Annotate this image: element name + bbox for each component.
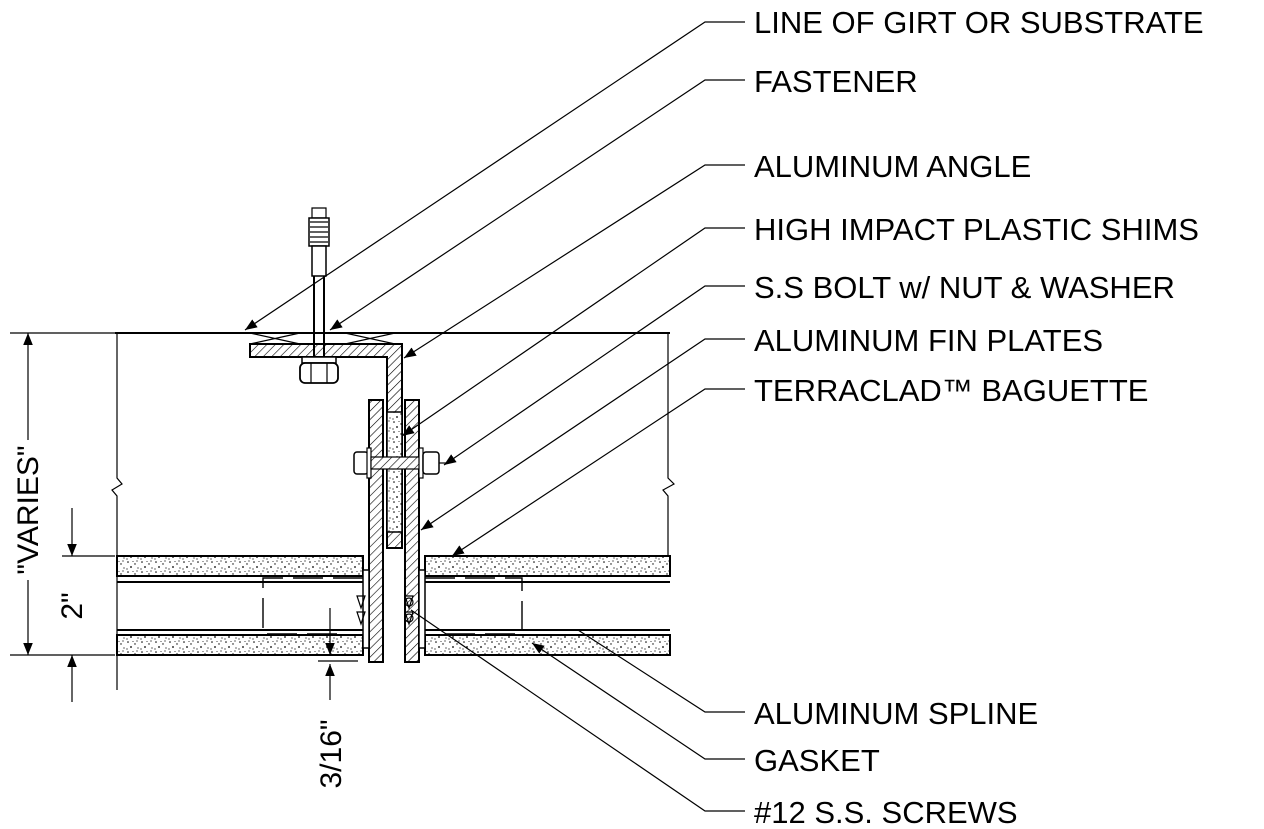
dimension-varies-label: "VARIES": [12, 445, 45, 574]
ss-bolt-with-nut-and-washer: [353, 447, 448, 479]
callout-fastener: FASTENER: [754, 64, 918, 99]
dimension-two-inch-label: 2": [56, 592, 89, 619]
callout-labels: LINE OF GIRT OR SUBSTRATE FASTENER ALUMI…: [754, 5, 1204, 829]
dimension-two-inch: 2": [56, 508, 115, 702]
callout-gasket: GASKET: [754, 743, 880, 778]
dimension-varies: "VARIES": [10, 332, 115, 656]
callout-aluminum-angle: ALUMINUM ANGLE: [754, 149, 1031, 184]
callout-fin-plates: ALUMINUM FIN PLATES: [754, 323, 1103, 358]
terraclad-baguette-right: [404, 555, 671, 656]
callout-ss-bolt: S.S BOLT w/ NUT & WASHER: [754, 270, 1175, 305]
callout-ss-screws: #12 S.S. SCREWS: [754, 795, 1018, 829]
aluminum-angle: [249, 332, 403, 549]
dimension-gap-label: 3/16": [315, 719, 348, 788]
callout-aluminum-spline: ALUMINUM SPLINE: [754, 696, 1038, 731]
callout-girt: LINE OF GIRT OR SUBSTRATE: [754, 5, 1204, 40]
terraclad-baguette-left: [116, 555, 370, 656]
callout-plastic-shims: HIGH IMPACT PLASTIC SHIMS: [754, 212, 1199, 247]
high-impact-plastic-shims: [386, 411, 403, 533]
fastener: [299, 207, 339, 384]
leader-lines: [244, 21, 745, 812]
callout-baguette: TERRACLAD™ BAGUETTE: [754, 373, 1148, 408]
dimension-gap: 3/16": [315, 608, 358, 789]
